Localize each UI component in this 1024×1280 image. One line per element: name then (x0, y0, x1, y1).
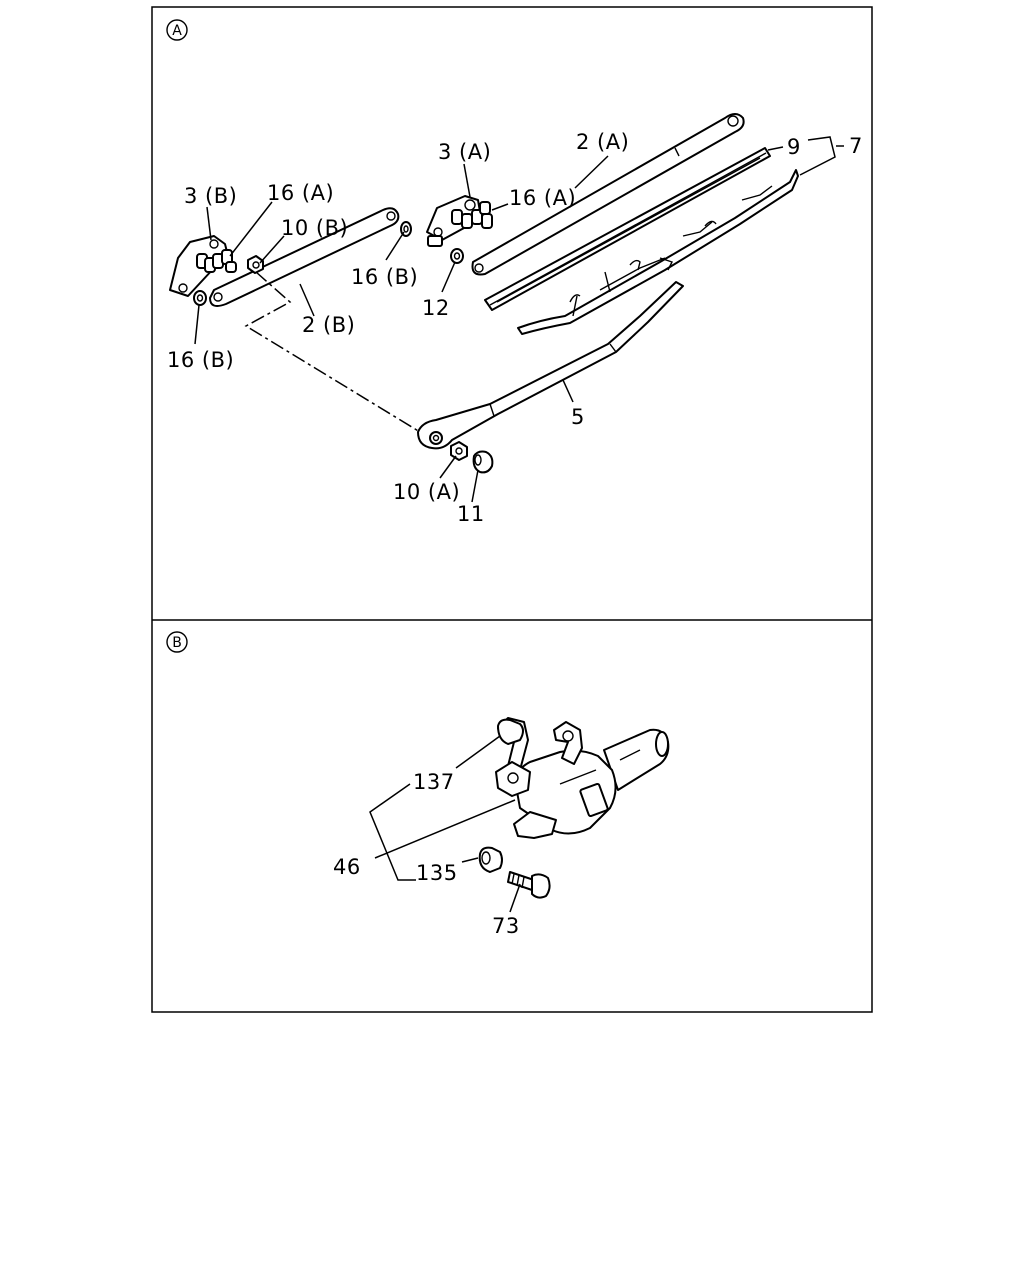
link-rod-2b (209, 207, 400, 307)
link-rod-2a (471, 113, 745, 276)
callout-10a: 10 (A) (393, 480, 460, 504)
bushing-137 (497, 718, 524, 745)
panel-b-marker: B (166, 631, 188, 653)
panel-a-marker-text: A (172, 23, 182, 39)
cap-11 (472, 450, 494, 474)
wiper-arm-5 (417, 281, 684, 450)
leader-9 (767, 146, 784, 151)
leader-10b (259, 235, 285, 264)
leader-16a-left (229, 201, 273, 257)
leader-16b-mid (385, 231, 405, 261)
leader-16a-right (491, 203, 509, 211)
leader-2b (299, 283, 315, 317)
leader-5 (562, 379, 574, 403)
panel-a-marker: A (166, 19, 188, 41)
bracket-7 (799, 136, 836, 176)
callout-2a: 2 (A) (576, 130, 629, 154)
leader-137 (455, 735, 501, 769)
blade-frame-7 (517, 169, 799, 335)
callout-46: 46 (333, 855, 361, 879)
nut-10b (247, 255, 264, 274)
leader-3b (206, 206, 212, 241)
blade-rubber-9 (484, 147, 771, 311)
pivot-3b (169, 235, 237, 297)
leader-2a (574, 155, 609, 189)
callout-2b: 2 (B) (302, 313, 355, 337)
callout-73: 73 (492, 914, 520, 938)
washer-16b-left (193, 290, 207, 306)
bushing-12 (450, 248, 464, 264)
pivot-3a (426, 195, 493, 247)
callout-16b-left: 16 (B) (167, 348, 234, 372)
panel-b-marker-text: B (172, 635, 182, 651)
leader-73 (509, 883, 521, 913)
callout-5: 5 (571, 405, 585, 429)
callout-16a-left: 16 (A) (267, 181, 334, 205)
leader-16b-left (194, 304, 200, 345)
leader-12 (441, 261, 456, 293)
wiper-motor-46 (495, 717, 670, 839)
callout-10b: 10 (B) (281, 216, 348, 240)
callout-16a-right: 16 (A) (509, 186, 576, 210)
callout-7: 7 (849, 134, 863, 158)
callout-16b-mid: 16 (B) (351, 265, 418, 289)
callout-9: 9 (787, 135, 801, 159)
nut-10a (450, 441, 468, 461)
bushing-135 (478, 846, 503, 873)
leader-3a (463, 163, 471, 198)
callout-3b: 3 (B) (184, 184, 237, 208)
leader-11 (471, 469, 479, 503)
callout-12: 12 (422, 296, 450, 320)
bracket-46 (369, 783, 416, 881)
callout-135: 135 (416, 861, 458, 885)
callout-3a: 3 (A) (438, 140, 491, 164)
leader-10a (439, 455, 457, 479)
leader-46 (374, 799, 516, 859)
bolt-73 (507, 871, 551, 899)
callout-11: 11 (457, 502, 485, 526)
leader-135 (461, 857, 479, 863)
diagram-frame (151, 6, 873, 1013)
callout-137: 137 (413, 770, 455, 794)
assembly-line (244, 271, 421, 433)
